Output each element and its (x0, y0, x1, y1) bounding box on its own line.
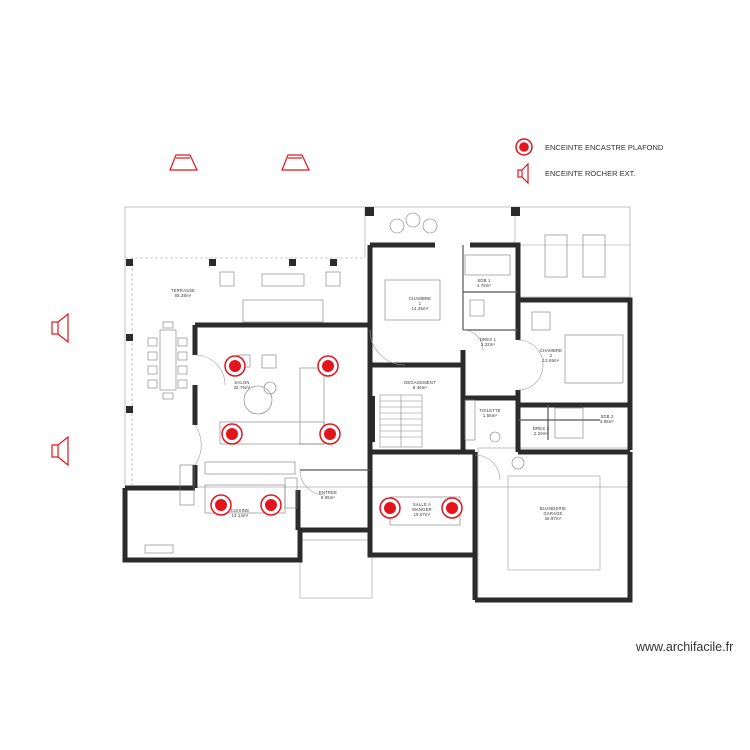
room-degagement-name: DEGAGEMENT (404, 380, 436, 385)
room-dres1-area: 2.32m² (481, 342, 496, 347)
ceiling-speakers (210, 355, 463, 519)
door-swings (194, 329, 544, 496)
room-salle-a-manger-area: 15.07m² (414, 512, 431, 517)
room-buanderie-name: BUANDERIE (540, 506, 566, 511)
legend-rock-speaker-label: ENCEINTE ROCHER EXT. (545, 169, 635, 178)
ceiling-speaker-icon (317, 355, 339, 377)
room-chambre1-name: CHAMBRE (409, 296, 431, 301)
legend-ceiling-speaker-label: ENCEINTE ENCASTRE PLAFOND (545, 143, 664, 152)
room-chambre2-name: CHAMBRE (540, 348, 562, 353)
ceiling-speaker-icon (224, 355, 246, 377)
room-buanderie-name2: GARAGE (543, 511, 562, 516)
room-chambre2-number: 2 (550, 353, 553, 358)
room-sdb2-area: 3.86m² (600, 419, 615, 424)
ceiling-speaker-icon (379, 497, 401, 519)
furniture (144, 212, 624, 554)
ceiling-speaker-icon (210, 494, 232, 516)
ceiling-speaker-icon (260, 494, 282, 516)
room-salle-a-manger-name2: MANGER (412, 507, 432, 512)
room-cuisine-area: 13.14m² (232, 513, 249, 518)
ceiling-speaker-icon (515, 138, 533, 156)
ceiling-speaker-icon (221, 423, 243, 445)
room-entree-name: ENTREE (319, 490, 337, 495)
room-degagement-area: 8.46m² (413, 385, 428, 390)
ceiling-speaker-icon (319, 423, 341, 445)
staircase (379, 394, 423, 448)
rock-speaker-icon (517, 162, 529, 185)
room-dres2-area: 2.20m² (534, 431, 549, 436)
terrace-pillars (126, 207, 520, 413)
room-salle-a-manger-name: SALLE A (413, 502, 431, 507)
room-chambre2-area: 13.69m² (543, 358, 560, 363)
room-toilettes-name: TOILETTE (479, 408, 501, 413)
rock-speaker-icon (51, 435, 69, 467)
room-cuisine-name: CUISINE (231, 508, 249, 513)
room-salon-name: SALON (234, 380, 249, 385)
room-terrasse-name: TERRASSE (171, 288, 195, 293)
room-sdb2-name: SDB 2 (600, 414, 614, 419)
walls (122, 242, 633, 603)
room-dres1-name: DRES 1 (480, 337, 497, 342)
room-labels: TERRASSE 85.28m² SALON 32.75m² CUISINE 1… (171, 278, 615, 521)
ceiling-speaker-icon (441, 497, 463, 519)
rock-speaker-icon (281, 154, 310, 171)
room-toilettes-area: 1.56m² (483, 413, 498, 418)
legend: ENCEINTE ENCASTRE PLAFOND ENCEINTE ROCHE… (515, 138, 664, 185)
room-buanderie-area: 36.97m² (545, 516, 562, 521)
watermark[interactable]: www.archifacile.fr (636, 640, 734, 654)
room-chambre1-number: 1 (419, 301, 422, 306)
stair-wall (370, 396, 375, 442)
room-chambre1-area: 14.35m² (412, 306, 429, 311)
room-entree-area: 9.85m² (321, 495, 336, 500)
partitions (300, 245, 600, 471)
rock-speaker-icon (51, 312, 69, 344)
room-sdb1-name: SDB 1 (477, 278, 491, 283)
room-dres2-name: DRES 2 (533, 426, 550, 431)
room-sdb1-area: 4.78m² (477, 283, 492, 288)
rock-speaker-icon (169, 154, 198, 171)
room-terrasse-area: 85.28m² (175, 293, 192, 298)
room-salon-area: 32.75m² (234, 385, 251, 390)
